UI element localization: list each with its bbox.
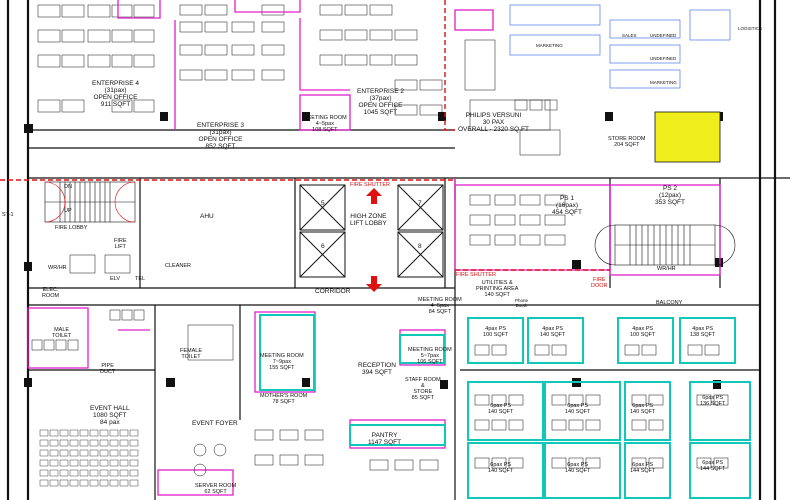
lift-7: 7: [418, 200, 422, 207]
ps-pod-desks: [474, 344, 729, 469]
room-label-elv: ELV: [110, 276, 120, 282]
fire-line: [0, 0, 610, 271]
ps-desks: [469, 194, 566, 246]
label-marketing-2: MARKETING: [650, 80, 677, 85]
label-sales: SALES: [622, 33, 637, 38]
room-label-ps1: PS 1 (16pax) 454 SQFT: [552, 195, 582, 216]
room-label-fire-lobby: FIRE LOBBY: [55, 225, 88, 231]
room-label-philips: PHILIPS VERSUNI 30 PAX OVERALL - 2320 SQ…: [458, 112, 529, 133]
room-label-meeting-small: MEETING ROOM 4~5pax 84 SQFT: [418, 297, 462, 315]
magenta-boundaries: [27, 0, 721, 496]
outer-walls: [6, 0, 777, 500]
ps-label-7: 6pax PS 140 SQFT: [630, 403, 656, 415]
room-label-meeting-right: MEETING ROOM 5~7pax 106 SQFT: [408, 347, 452, 365]
lift-lobby: [299, 184, 444, 278]
room-label-phone-booth: Phone Booth: [515, 298, 529, 308]
ps-label-2: 4pax PS 140 SQFT: [540, 326, 566, 338]
room-label-pantry: PANTRY 1147 SQFT: [368, 432, 402, 446]
room-label-reception: RECEPTION 394 SQFT: [358, 362, 396, 376]
room-label-staff-room: STAFF ROOM & STORE 85 SQFT: [405, 377, 441, 401]
room-label-balcony: BALCONY: [656, 300, 683, 306]
room-label-male-toilet: MALE TOILET: [52, 327, 72, 339]
room-label-wrhr-right: WR/HR: [657, 266, 676, 272]
ps-pods: [259, 314, 751, 499]
room-label-female-toilet: FEMALE TOILET: [180, 348, 203, 360]
room-label-high-zone: HIGH ZONE LIFT LOBBY: [350, 213, 387, 227]
label-marketing-1: MARKETING: [536, 43, 563, 48]
room-label-enterprise4: ENTERPRISE 4 (31pax) OPEN OFFICE 911 SQF…: [92, 80, 139, 108]
ps-label-5: 6pax PS 140 SQFT: [488, 403, 514, 415]
room-label-event-foyer: EVENT FOYER: [192, 420, 238, 427]
ps-label-8: 6pax PS 136 SQFT: [700, 395, 726, 407]
right-top-desks: [464, 39, 561, 156]
right-top-furniture: [509, 4, 731, 89]
stair-right: [594, 224, 736, 266]
room-label-utilities: UTILITIES & PRINTING AREA 140 SQFT: [476, 280, 519, 298]
room-label-meeting-top: MEETING ROOM 4~5pax 108 SQFT: [303, 115, 347, 133]
room-label-meeting-mid: MEETING ROOM 7~9pax 155 SQFT: [260, 353, 304, 371]
room-label-pipe-duct: PIPE DUCT: [100, 363, 116, 375]
room-label-fire-shutter-mid: FIRE SHUTTER: [456, 272, 497, 278]
label-up: UP: [64, 208, 72, 214]
lift-5: 5: [321, 200, 325, 207]
room-label-ps2: PS 2 (12pax) 353 SQFT: [655, 185, 685, 206]
ps-label-6: 6pax PS 140 SQFT: [565, 403, 591, 415]
lift-8: 8: [418, 243, 422, 250]
label-logistics: LOGISTICS: [738, 26, 763, 31]
toilet-fixtures: [31, 254, 145, 351]
lift-6: 6: [321, 243, 325, 250]
room-label-corridor: CORRIDOR: [315, 288, 351, 295]
ps-label-12: 6pax PS 144 SQFT: [700, 460, 726, 472]
label-undefined-2: UNDEFINED: [650, 56, 677, 61]
ps-label-3: 4pax PS 100 SQFT: [630, 326, 656, 338]
label-dn: DN: [64, 184, 72, 190]
room-label-elec: ELEC. ROOM: [42, 287, 60, 299]
store-room-yellow: [654, 111, 721, 163]
room-label-event-hall: EVENT HALL 1080 SQFT 84 pax: [90, 405, 130, 426]
room-label-wrhr-left: WR/HR: [48, 265, 67, 271]
room-label-fire-door: FIRE DOOR: [591, 277, 608, 289]
room-label-enterprise3: ENTERPRISE 3 (31pax) OPEN OFFICE 852 SQF…: [197, 122, 244, 150]
stair-left: [44, 181, 136, 223]
room-label-fire-lift: FIRE LIFT: [114, 238, 127, 250]
room-label-fire-shutter-top: FIRE SHUTTER: [350, 182, 391, 188]
ps-label-4: 4pax PS 138 SQFT: [690, 326, 716, 338]
top-left-desks: [37, 4, 443, 116]
label-undefined-1: UNDEFINED: [650, 33, 677, 38]
room-label-server-room: SERVER ROOM 62 SQFT: [195, 483, 237, 495]
ps-label-11: 6pax PS 144 SQFT: [630, 462, 656, 474]
room-label-ahu: AHU: [200, 213, 214, 220]
room-label-mothers-room: MOTHER'S ROOM 78 SQFT: [260, 393, 308, 405]
room-label-tel: TEL: [135, 276, 146, 282]
room-label-cleaner: CLEANER: [165, 263, 191, 269]
event-hall-seating: [39, 429, 139, 487]
room-label-enterprise2: ENTERPRISE 2 (37pax) OPEN OFFICE 1045 SQ…: [357, 88, 404, 116]
pantry-tables: [187, 324, 439, 477]
label-st1: ST-1: [2, 212, 14, 218]
ps-label-10: 6pax PS 140 SQFT: [565, 462, 591, 474]
room-label-store-room: STORE ROOM 204 SQFT: [608, 136, 646, 148]
ps-label-1: 4pax PS 100 SQFT: [483, 326, 509, 338]
fire-arrows: [366, 188, 382, 292]
ps-label-9: 6pax PS 140 SQFT: [488, 462, 514, 474]
